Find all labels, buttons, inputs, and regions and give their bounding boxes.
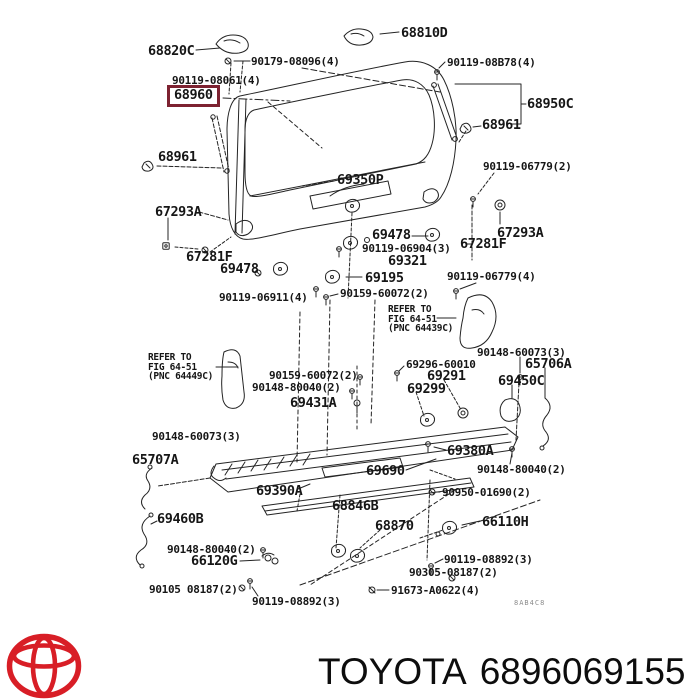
part-label: 90148-80040(2) (167, 543, 256, 556)
part-label: 90179-08096(4) (251, 55, 340, 68)
part-label: 90119-06911(4) (219, 291, 308, 304)
part-label: 91673-A0622(4) (391, 584, 480, 597)
part-label: 65706A (525, 356, 572, 372)
part-label: 67293A (155, 204, 202, 220)
part-number-text: 6896069155 (479, 651, 686, 692)
part-label: 69431A (290, 395, 337, 411)
part-label: 90119-08892(3) (444, 553, 533, 566)
part-label: 69478 (220, 261, 259, 277)
part-label: 90119-08B78(4) (447, 56, 536, 69)
part-label: 68950C (527, 96, 574, 112)
part-label: 90119-08892(3) (252, 595, 341, 608)
part-label: 90148-80040(2) (477, 463, 566, 476)
part-label: 69296-60010 (406, 358, 476, 371)
toyota-logo-icon (6, 633, 82, 699)
part-label: 90105 08187(2) (149, 583, 238, 596)
part-label: 68870 (375, 518, 414, 534)
part-label: 90950-01690(2) (442, 486, 531, 499)
part-label: 69690 (366, 463, 405, 479)
part-label: 68846B (332, 498, 379, 514)
refer-note: REFER TO FIG 64-51 (PNC 64449C) (148, 352, 214, 382)
part-label: 68810D (401, 25, 448, 41)
part-label: 69350P (337, 172, 384, 188)
part-label: 90119-08061(4) (172, 74, 261, 87)
part-label: 69291 (427, 368, 466, 384)
refer-note: REFER TO FIG 64-51 (PNC 64439C) (388, 304, 454, 334)
part-label: 69460B (157, 511, 204, 527)
part-label: 90148-60073(3) (152, 430, 241, 443)
part-label: 90148-80040(2) (252, 381, 341, 394)
part-label: 90305-08187(2) (409, 566, 498, 579)
part-label: 68961 (158, 149, 197, 165)
part-label: 66120G (191, 553, 238, 569)
part-label: 66110H (482, 514, 529, 530)
part-label: 90159-60072(2) (340, 287, 429, 300)
part-label: 90119-06779(4) (447, 270, 536, 283)
part-label: 69195 (365, 270, 404, 286)
part-label: 90159-60072(2) (269, 369, 358, 382)
footer-part-line: TOYOTA 6896069155 (318, 651, 686, 693)
part-label: 67281F (186, 249, 233, 265)
part-label: 69380A (447, 443, 494, 459)
brand-text: TOYOTA (318, 651, 467, 692)
part-label: 69390A (256, 483, 303, 499)
part-label: 69299 (407, 381, 446, 397)
part-label: 68961 (482, 117, 521, 133)
part-label: 69321 (388, 253, 427, 269)
part-label: 68820C (148, 43, 195, 59)
part-label: 69450C (498, 373, 545, 389)
part-label: 65707A (132, 452, 179, 468)
part-label: 67293A (497, 225, 544, 241)
part-label: 90119-06904(3) (362, 242, 451, 255)
highlighted-part-label: 68960 (167, 85, 220, 107)
part-label: 90148-60073(3) (477, 346, 566, 359)
part-label: 69478 (372, 227, 411, 243)
drawing-code: 8AB4C8 (514, 599, 546, 607)
part-label: 67281F (460, 236, 507, 252)
part-label: 90119-06779(2) (483, 160, 572, 173)
